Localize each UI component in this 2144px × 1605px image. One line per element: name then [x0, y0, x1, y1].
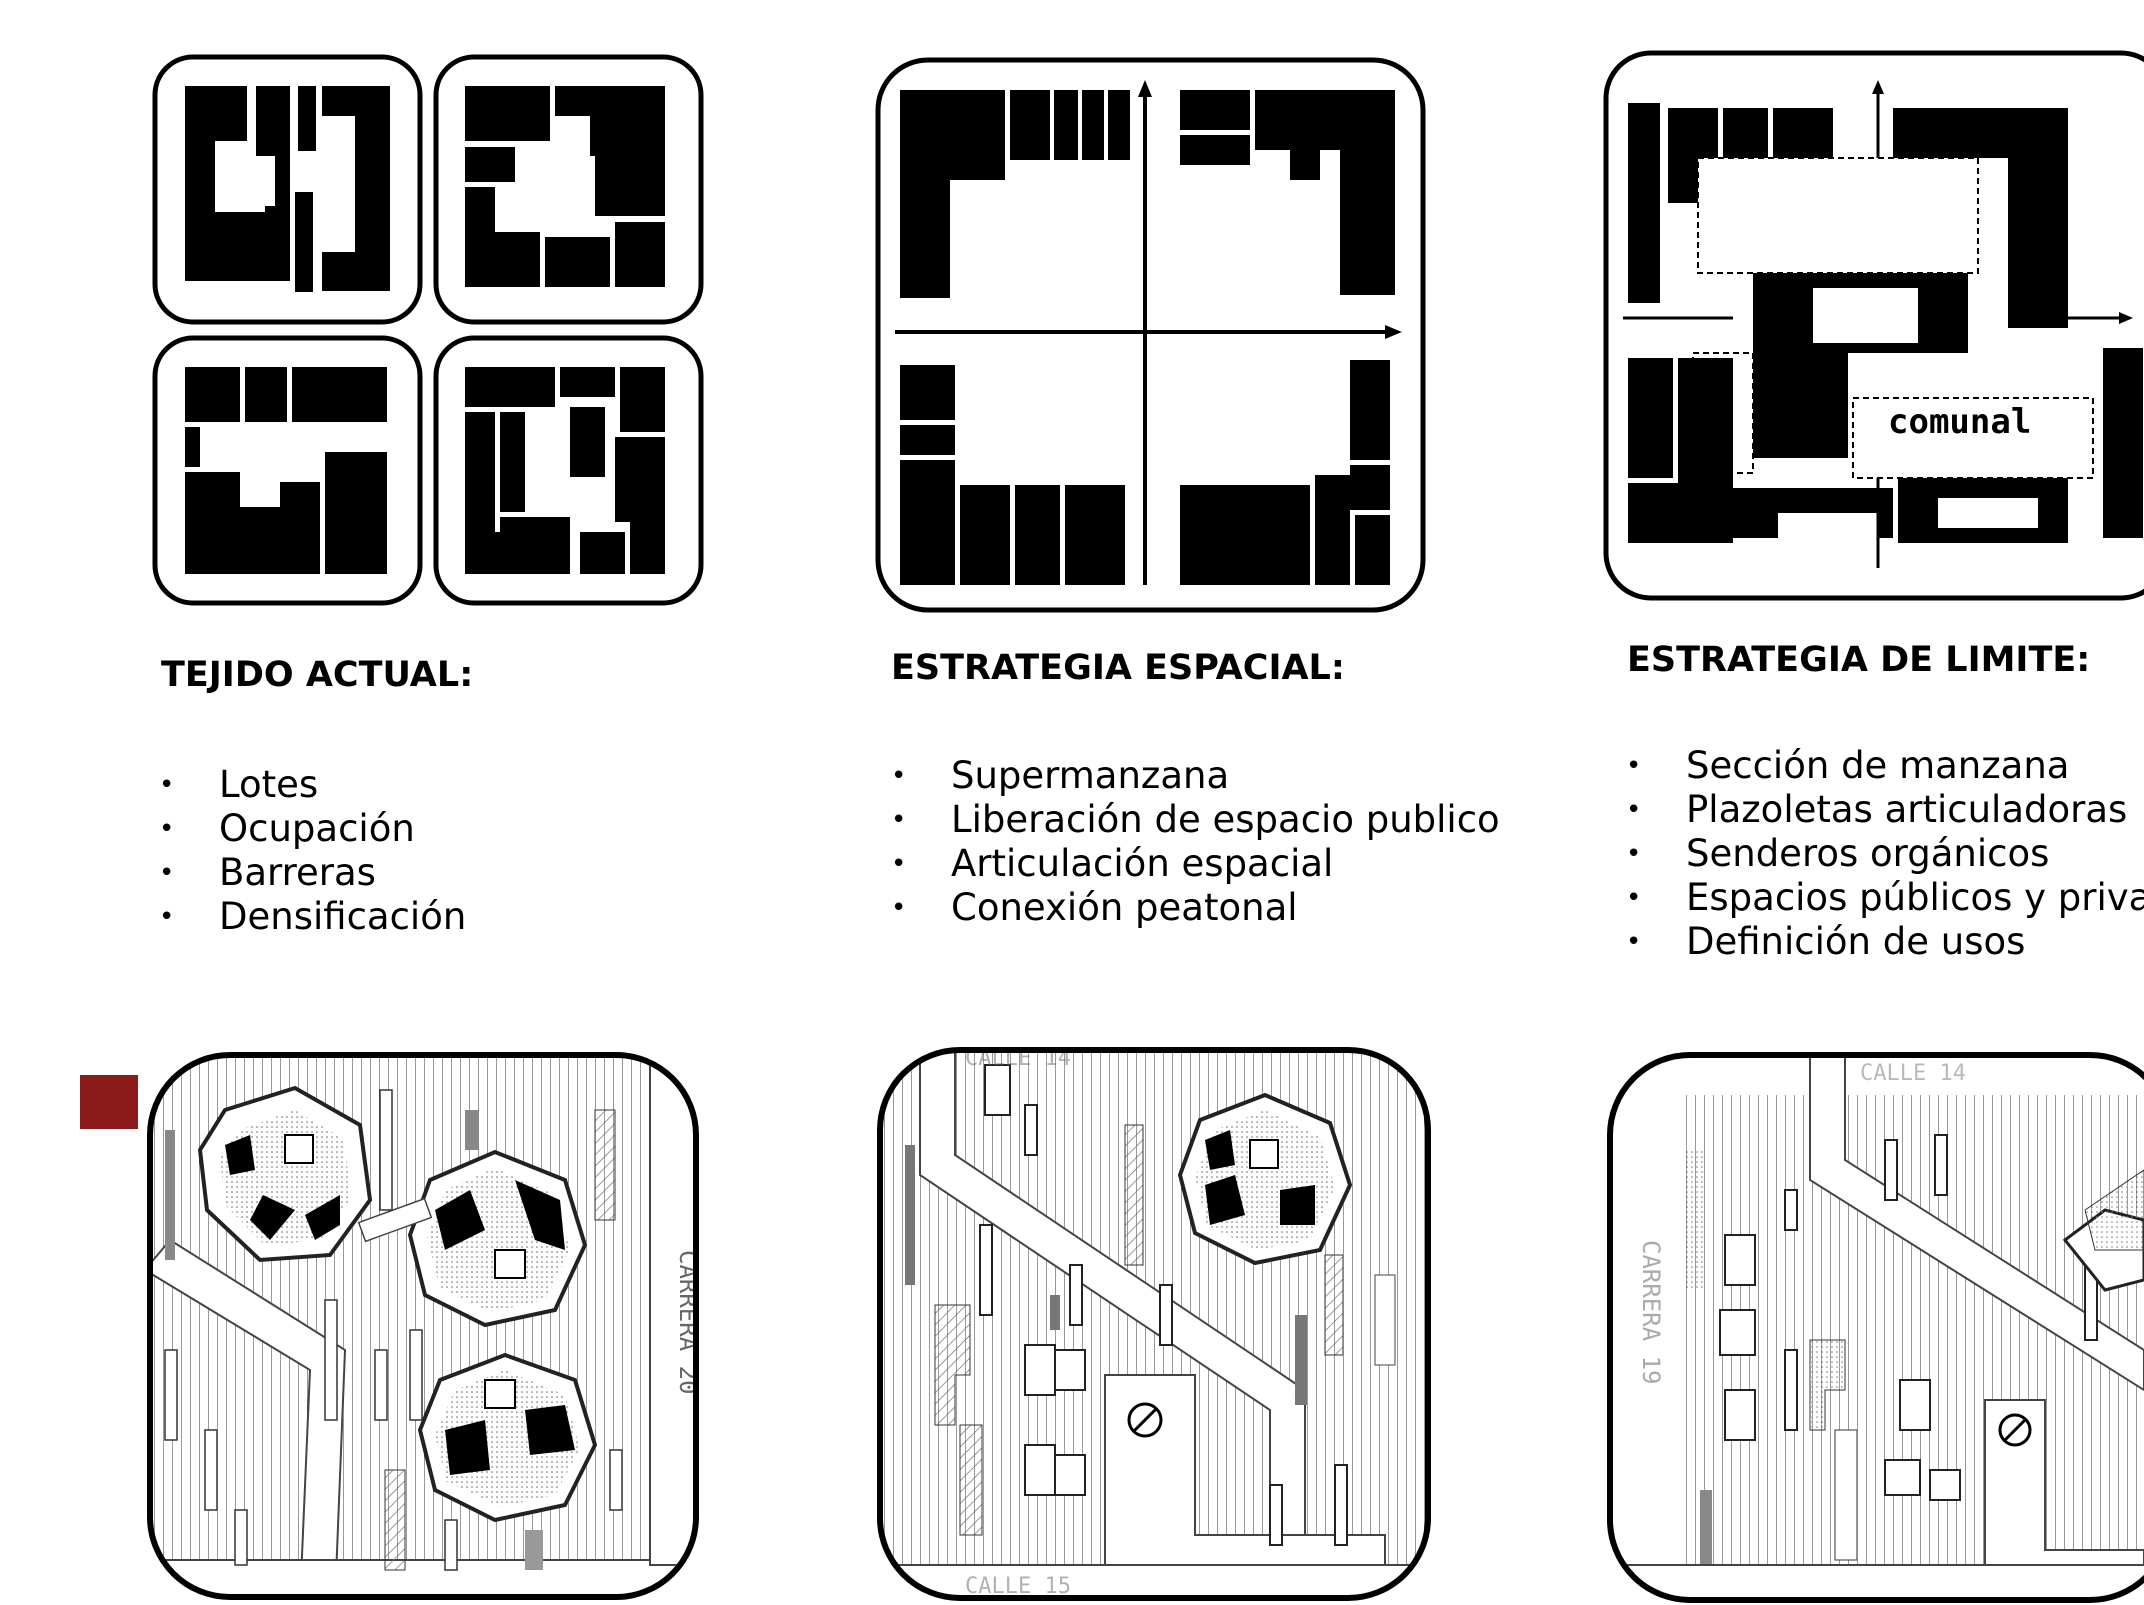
- list-item: Barreras: [156, 851, 466, 895]
- list-estrategia-espacial: Supermanzana Liberación de espacio publi…: [888, 754, 1500, 930]
- site-plan-1: CARRERA 20: [145, 1050, 701, 1602]
- plan-label-calle-14-right: CALLE 14: [1860, 1061, 1966, 1086]
- heading-estrategia-limite: ESTRATEGIA DE LIMITE:: [1627, 640, 2090, 680]
- list-item: Espacios públicos y privados: [1623, 876, 2144, 920]
- list-estrategia-limite: Sección de manzana Plazoletas articulado…: [1623, 744, 2144, 964]
- list-item: Definición de usos: [1623, 920, 2144, 964]
- list-item: Densificación: [156, 895, 466, 939]
- list-item: Liberación de espacio publico: [888, 798, 1500, 842]
- heading-tejido-actual: TEJIDO ACTUAL:: [161, 655, 473, 695]
- diagram-tejido-actual: [150, 52, 710, 612]
- list-tejido-actual: Lotes Ocupación Barreras Densificación: [156, 763, 466, 939]
- comunal-label: comunal: [1888, 402, 2031, 442]
- list-item: Sección de manzana: [1623, 744, 2144, 788]
- list-item: Plazoletas articuladoras: [1623, 788, 2144, 832]
- list-item: Senderos orgánicos: [1623, 832, 2144, 876]
- list-item: Lotes: [156, 763, 466, 807]
- diagram-estrategia-espacial: [870, 55, 1430, 615]
- site-plan-3: CARRERA 19 CALLE 14: [1605, 1050, 2144, 1605]
- list-item: Ocupación: [156, 807, 466, 851]
- list-item: Supermanzana: [888, 754, 1500, 798]
- heading-estrategia-espacial: ESTRATEGIA ESPACIAL:: [891, 648, 1345, 688]
- list-item: Articulación espacial: [888, 842, 1500, 886]
- accent-square: [80, 1075, 138, 1129]
- list-item: Conexión peatonal: [888, 886, 1500, 930]
- plan-label-carrera-19: CARRERA 19: [1637, 1240, 1665, 1385]
- site-plan-2: CALLE 14 CALLE 15: [875, 1045, 1435, 1605]
- diagram-estrategia-limite: comunal: [1598, 48, 2144, 608]
